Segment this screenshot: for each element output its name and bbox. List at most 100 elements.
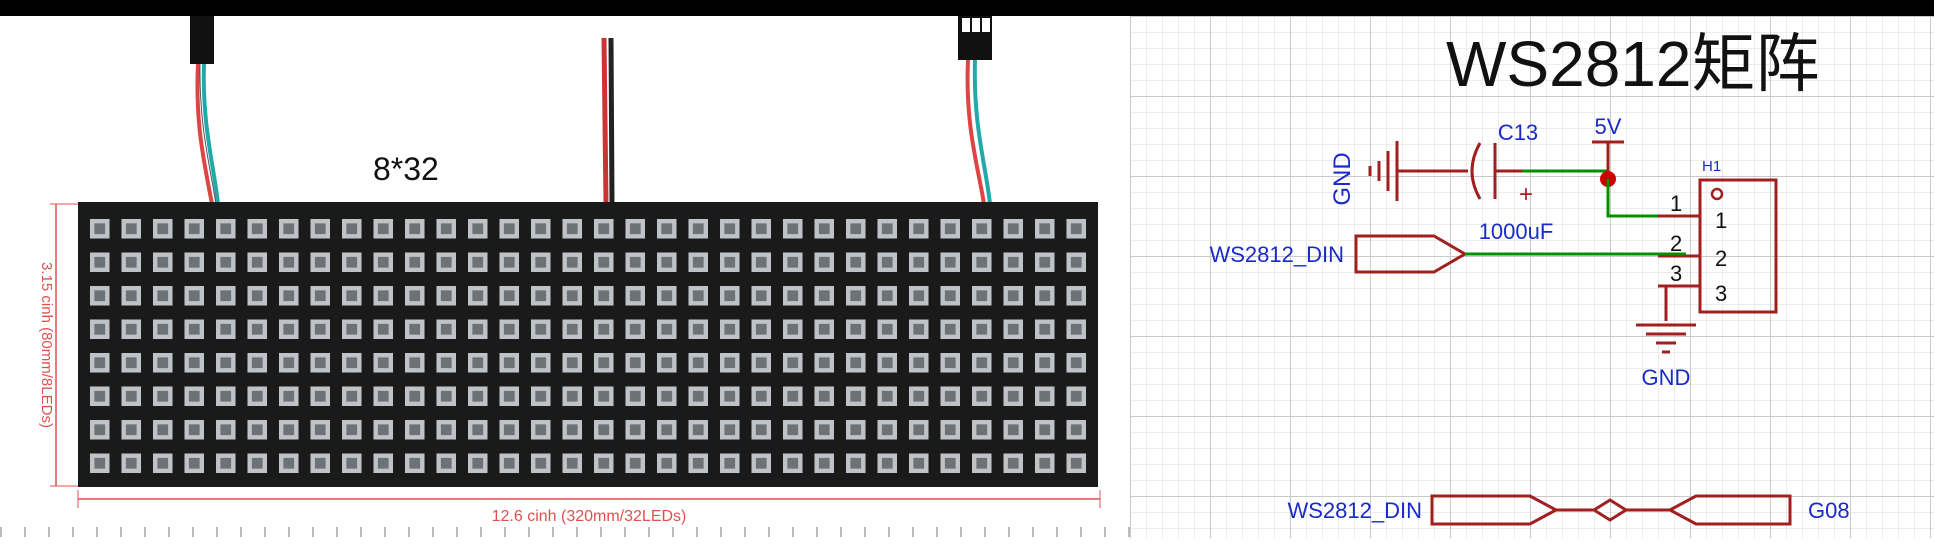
led-chip xyxy=(188,256,200,268)
led-chip xyxy=(755,256,767,268)
led-chip xyxy=(377,223,389,235)
led-chip xyxy=(94,390,106,402)
led-chip xyxy=(251,390,263,402)
led-chip xyxy=(503,357,515,369)
led-chip xyxy=(661,290,673,302)
led-chip xyxy=(188,357,200,369)
led-chip xyxy=(377,290,389,302)
led-chip xyxy=(188,424,200,436)
led-chip xyxy=(409,424,421,436)
led-chip xyxy=(1007,457,1019,469)
led-chip xyxy=(818,290,830,302)
led-chip xyxy=(566,323,578,335)
led-chip xyxy=(629,457,641,469)
led-chip xyxy=(692,323,704,335)
led-chip xyxy=(881,323,893,335)
led-chip xyxy=(94,357,106,369)
schematic-title: WS2812矩阵 xyxy=(1446,28,1819,100)
led-chip xyxy=(125,323,137,335)
led-chip xyxy=(283,424,295,436)
led-chip xyxy=(1007,323,1019,335)
led-chip xyxy=(1039,323,1051,335)
led-chip xyxy=(976,256,988,268)
led-chip xyxy=(314,290,326,302)
led-chip xyxy=(535,424,547,436)
led-chip xyxy=(283,256,295,268)
led-chip xyxy=(818,256,830,268)
led-chip xyxy=(661,256,673,268)
led-chip xyxy=(125,390,137,402)
led-chip xyxy=(1070,424,1082,436)
led-chip xyxy=(629,256,641,268)
led-chip xyxy=(976,424,988,436)
led-chip xyxy=(913,357,925,369)
led-chip xyxy=(976,223,988,235)
led-chip xyxy=(913,323,925,335)
led-chip xyxy=(1070,223,1082,235)
led-chip xyxy=(157,390,169,402)
led-chip xyxy=(157,457,169,469)
led-chip xyxy=(755,357,767,369)
led-chip xyxy=(377,390,389,402)
led-chip xyxy=(755,390,767,402)
led-chip xyxy=(692,424,704,436)
net-label-ws2812-din-bottom: WS2812_DIN xyxy=(1287,498,1422,523)
led-chip xyxy=(724,357,736,369)
led-chip xyxy=(850,290,862,302)
led-chip xyxy=(377,323,389,335)
led-chip xyxy=(850,223,862,235)
power-symbol-5v xyxy=(1592,140,1624,187)
cable-right xyxy=(958,16,998,205)
led-chip xyxy=(440,390,452,402)
led-panel xyxy=(78,202,1098,487)
led-chip xyxy=(314,357,326,369)
led-chip xyxy=(503,223,515,235)
led-chip xyxy=(535,256,547,268)
led-chip xyxy=(724,323,736,335)
pin-number-2: 2 xyxy=(1670,231,1682,256)
led-chip xyxy=(755,424,767,436)
led-chip xyxy=(881,457,893,469)
led-chip xyxy=(1070,390,1082,402)
led-chip xyxy=(472,390,484,402)
led-chip xyxy=(976,390,988,402)
led-chip xyxy=(976,323,988,335)
led-chip xyxy=(346,256,358,268)
led-chip xyxy=(251,457,263,469)
led-matrix-photo: 8*32 3.15 cinh (80mm/8LEDs) 12.6 cinh (3… xyxy=(0,16,1130,538)
led-chip xyxy=(188,323,200,335)
led-chip xyxy=(314,424,326,436)
ground-label-bottom: GND xyxy=(1642,365,1691,390)
led-chip xyxy=(188,457,200,469)
cable-middle xyxy=(601,37,615,205)
led-chip xyxy=(661,390,673,402)
pin-label-2: 2 xyxy=(1715,246,1727,271)
led-chip xyxy=(440,223,452,235)
led-chip xyxy=(125,424,137,436)
led-chip xyxy=(220,390,232,402)
led-chip xyxy=(188,290,200,302)
led-chip xyxy=(314,390,326,402)
led-chip xyxy=(472,424,484,436)
height-dimension: 3.15 cinh (80mm/8LEDs) xyxy=(38,203,78,487)
led-chip xyxy=(409,323,421,335)
led-chip xyxy=(409,457,421,469)
led-chip xyxy=(283,223,295,235)
led-chip xyxy=(692,290,704,302)
led-chip xyxy=(598,424,610,436)
led-grid xyxy=(89,218,1087,474)
led-chip xyxy=(440,424,452,436)
top-dark-bar xyxy=(0,0,1934,16)
led-chip xyxy=(314,223,326,235)
led-chip xyxy=(629,223,641,235)
led-chip xyxy=(755,223,767,235)
led-chip xyxy=(944,323,956,335)
power-label-5v: 5V xyxy=(1595,114,1622,139)
schematic-drawing: WS2812矩阵 GND C13 + 1000uF 5V xyxy=(1209,28,1850,526)
led-chip xyxy=(94,424,106,436)
led-chip xyxy=(629,357,641,369)
led-chip xyxy=(409,290,421,302)
led-chip xyxy=(976,357,988,369)
led-chip xyxy=(944,223,956,235)
net-label-ws2812-din-top: WS2812_DIN xyxy=(1209,242,1344,267)
